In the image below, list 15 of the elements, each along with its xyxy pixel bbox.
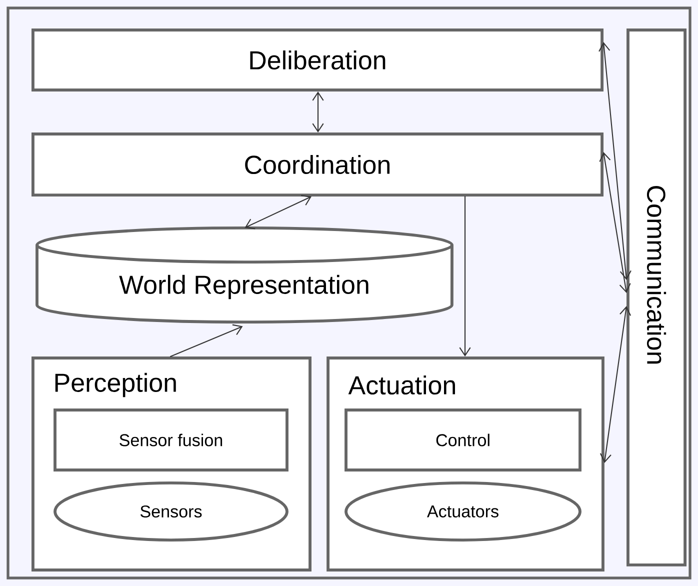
arrow	[312, 91, 324, 132]
arrow	[598, 42, 632, 280]
arrow	[244, 194, 312, 230]
arrow	[599, 152, 631, 293]
process-box: Control	[344, 408, 582, 472]
ellipse-node: Sensors	[54, 482, 288, 542]
process-box: Coordination	[32, 132, 604, 197]
arrow	[170, 324, 243, 358]
cylinder-node: World Representation	[36, 226, 454, 324]
process-box: Sensor fusion	[54, 408, 288, 472]
arrow	[600, 306, 632, 463]
process-box: Deliberation	[32, 28, 604, 92]
vertical-box: Communication	[626, 28, 687, 566]
arrow	[459, 196, 471, 357]
ellipse-node: Actuators	[344, 482, 582, 542]
